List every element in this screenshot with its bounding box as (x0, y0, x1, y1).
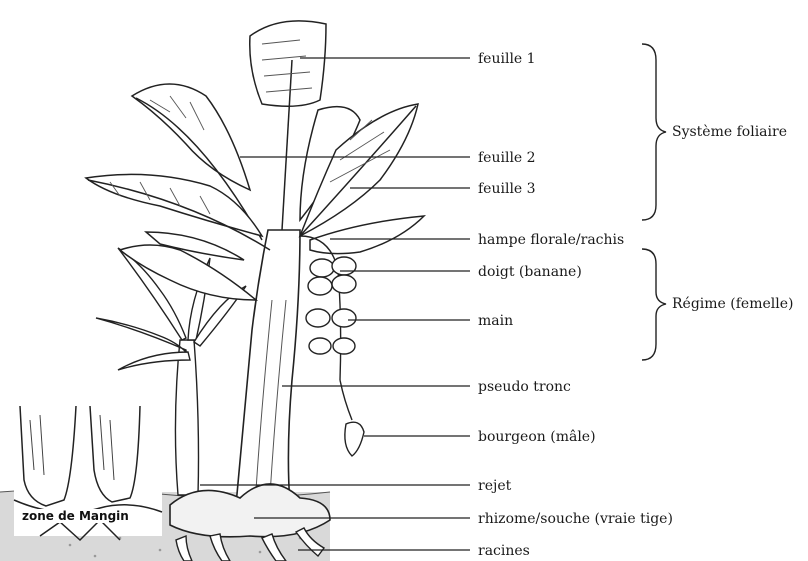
leaves (86, 21, 424, 300)
rhizome (170, 484, 330, 537)
label-rhizome: rhizome/souche (vraie tige) (478, 511, 673, 527)
label-doigt: doigt (banane) (478, 264, 582, 280)
label-feuille-3: feuille 3 (478, 181, 536, 197)
label-racines: racines (478, 543, 530, 559)
brace-regime (642, 249, 666, 360)
group-label-systeme-foliaire: Système foliaire (672, 124, 787, 140)
brace-systeme-foliaire (642, 44, 666, 220)
label-feuille-2: feuille 2 (478, 150, 536, 166)
label-rejet: rejet (478, 478, 511, 494)
braces (642, 44, 666, 360)
male-bud (345, 422, 364, 456)
label-hampe-florale: hampe florale/rachis (478, 232, 624, 248)
label-feuille-1: feuille 1 (478, 51, 536, 67)
pseudo-trunk (236, 230, 300, 505)
bunch (300, 236, 364, 456)
zone-de-mangin-label: zone de Mangin (20, 509, 131, 523)
label-main: main (478, 313, 513, 329)
group-label-regime: Régime (femelle) (672, 296, 793, 312)
label-pseudo-tronc: pseudo tronc (478, 379, 571, 395)
label-bourgeon: bourgeon (mâle) (478, 429, 596, 445)
